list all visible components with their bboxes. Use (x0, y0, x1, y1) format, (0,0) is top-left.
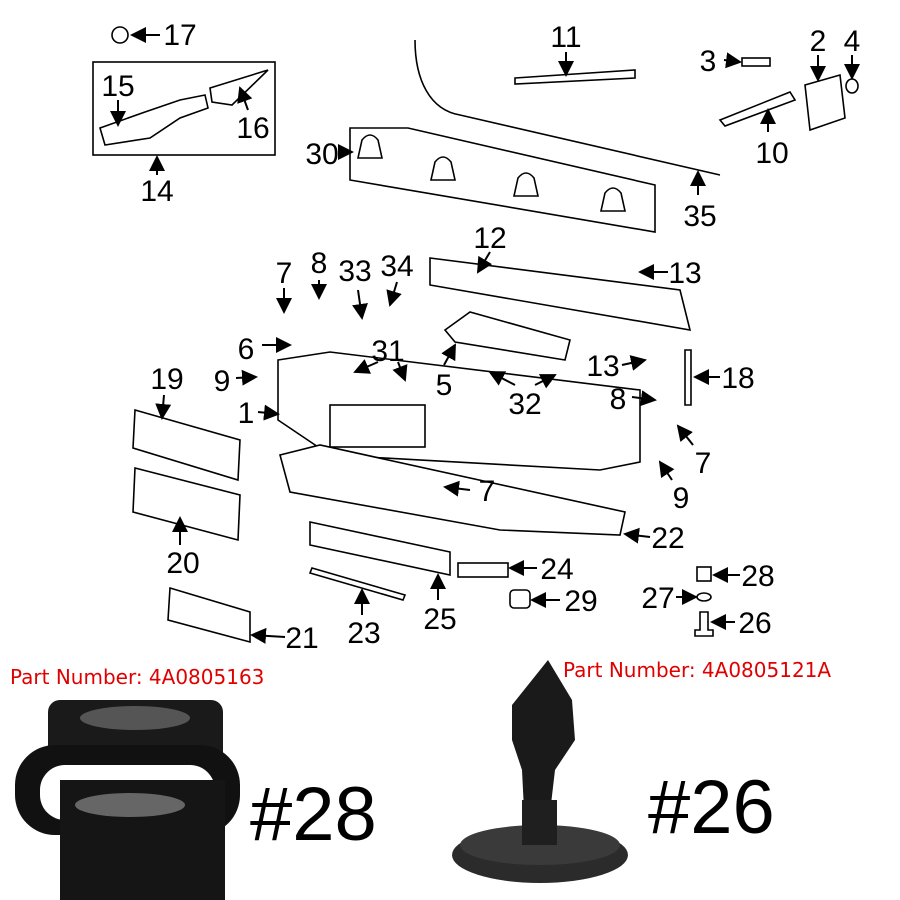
callout-21: 21 (285, 622, 318, 655)
callout-arrow-8 (631, 390, 657, 407)
callout-8: 8 (311, 247, 328, 280)
callout-18: 18 (721, 362, 754, 395)
guide-2 (804, 73, 846, 132)
trim-strip-11 (514, 69, 636, 85)
cap-29 (509, 589, 531, 609)
callout-2: 2 (810, 25, 827, 58)
callout-32: 32 (508, 388, 541, 421)
callout-34: 34 (380, 250, 413, 283)
callout-17: 17 (163, 19, 196, 52)
callout-13: 13 (586, 350, 619, 383)
callout-14: 14 (140, 175, 173, 208)
panel-21 (167, 586, 251, 644)
callout-7: 7 (695, 447, 712, 480)
callout-3: 3 (700, 45, 717, 78)
tow-eye-15 (99, 94, 209, 146)
callout-27: 27 (641, 582, 674, 615)
absorber-12 (429, 257, 692, 331)
callout-29: 29 (564, 585, 597, 618)
group-box-14 (92, 61, 276, 156)
callout-arrow-32 (488, 371, 516, 386)
plug-4 (845, 78, 859, 94)
callout-arrow-21 (250, 627, 286, 644)
callout-9: 9 (673, 482, 690, 515)
callout-33: 33 (338, 255, 371, 288)
callout-30: 30 (305, 138, 338, 171)
wiring-harness-35 (414, 39, 721, 176)
photo-clip-28 (15, 700, 240, 900)
grille-25 (309, 521, 451, 576)
tow-cap-16 (209, 69, 269, 106)
grille-24 (457, 562, 509, 578)
callout-5: 5 (436, 369, 453, 402)
plate-area (329, 404, 426, 448)
callout-arrow-9 (235, 369, 258, 386)
clip-28 (696, 566, 712, 582)
parking-sensors-30 (357, 134, 626, 212)
reinforcement-5 (443, 311, 571, 361)
callout-arrow-22 (623, 527, 651, 544)
callout-9: 9 (214, 365, 231, 398)
part-number-right: Part Number: 4A0805121A (563, 658, 831, 682)
callout-6: 6 (238, 333, 255, 366)
part-number-left: Part Number: 4A0805163 (10, 665, 264, 689)
callout-arrow-34 (386, 281, 402, 307)
callout-7: 7 (479, 475, 496, 508)
bolt-18 (684, 349, 692, 406)
callout-arrow-1 (257, 404, 280, 421)
bolt-3 (741, 57, 771, 67)
callout-13: 13 (668, 257, 701, 290)
callout-arrow-31 (392, 361, 408, 382)
callout-26: 26 (738, 607, 771, 640)
callout-12: 12 (473, 222, 506, 255)
trim-23 (308, 567, 407, 601)
callout-28: 28 (741, 560, 774, 593)
callout-arrow-19 (155, 394, 172, 420)
bracket-10 (718, 91, 797, 127)
photo-rivet-26 (452, 660, 628, 883)
callout-16: 16 (236, 112, 269, 145)
callout-1: 1 (238, 397, 255, 430)
callout-7: 7 (276, 257, 293, 290)
callout-23: 23 (347, 617, 380, 650)
callout-8: 8 (610, 383, 627, 416)
callout-25: 25 (423, 603, 456, 636)
callout-arrow-3 (723, 52, 742, 69)
label-28: #28 (250, 772, 377, 857)
callout-arrow-7 (676, 424, 694, 446)
callout-arrow-32 (534, 374, 557, 389)
label-26: #26 (648, 765, 775, 850)
bracket-20 (132, 466, 241, 542)
callout-arrow-7 (443, 480, 471, 497)
callout-20: 20 (166, 547, 199, 580)
callout-35: 35 (683, 200, 716, 233)
callout-19: 19 (150, 363, 183, 396)
callout-31: 31 (371, 335, 404, 368)
callout-arrow-16 (237, 86, 253, 111)
callout-4: 4 (844, 25, 861, 58)
callout-10: 10 (755, 137, 788, 170)
part-drawings (92, 26, 859, 644)
callout-arrow-31 (353, 359, 379, 374)
washer-27 (696, 592, 712, 602)
callout-arrow-9 (658, 460, 675, 481)
rivet-26 (694, 611, 714, 637)
callout-arrow-5 (441, 343, 456, 366)
callout-arrow-33 (352, 289, 368, 320)
callout-11: 11 (550, 21, 581, 54)
callout-arrow-13 (621, 355, 647, 371)
callout-arrows (110, 27, 860, 644)
callout-22: 22 (651, 522, 684, 555)
sensor-bracket-30 (349, 127, 656, 233)
callout-24: 24 (540, 553, 573, 586)
nut-17 (111, 26, 129, 44)
plate-19 (132, 408, 241, 482)
callout-15: 15 (101, 70, 134, 103)
callout-arrow-12 (476, 251, 493, 274)
